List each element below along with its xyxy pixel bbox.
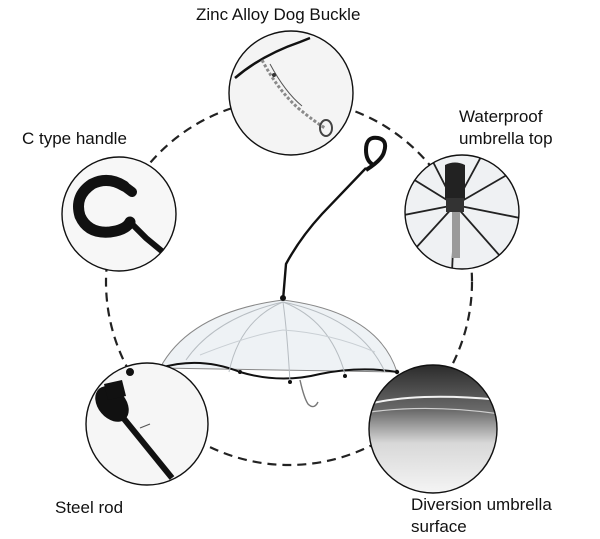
diversion-umbrella-surface-label: Diversion umbrella surface xyxy=(411,494,552,538)
waterproof-umbrella-top-line-1: Waterproof xyxy=(459,107,543,126)
c-handle-inset xyxy=(61,156,177,272)
zinc-buckle-inset xyxy=(228,30,354,156)
diversion-surface-inset xyxy=(368,364,498,494)
diversion-umbrella-surface-line-1: Diversion umbrella xyxy=(411,495,552,514)
c-type-handle-label: C type handle xyxy=(22,129,127,148)
waterproof-umbrella-top-label: Waterproof umbrella top xyxy=(459,106,553,150)
zinc-alloy-dog-buckle-label: Zinc Alloy Dog Buckle xyxy=(196,5,361,24)
steel-rod-inset xyxy=(85,362,209,486)
main-umbrella xyxy=(157,135,400,408)
umbrella-top-inset xyxy=(404,154,520,270)
steel-rod-label: Steel rod xyxy=(55,498,124,517)
diversion-umbrella-surface-line-2: surface xyxy=(411,517,467,536)
waterproof-umbrella-top-line-2: umbrella top xyxy=(459,129,553,148)
